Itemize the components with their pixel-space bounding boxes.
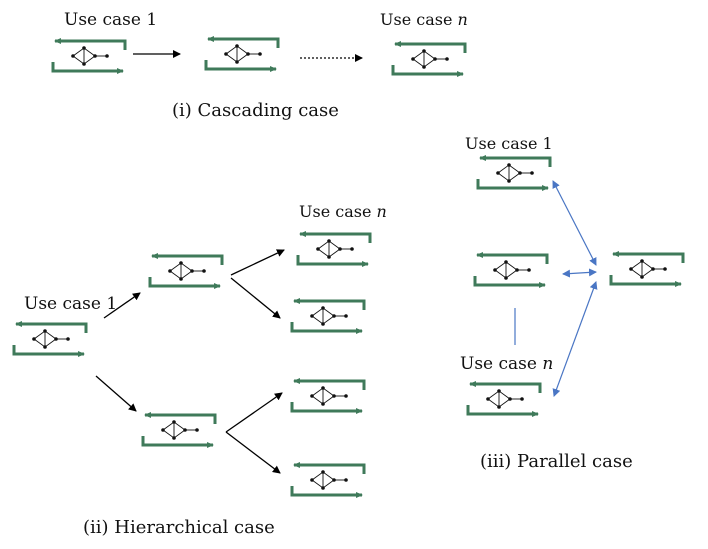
cascading-group: Use case 1 Use case n (i) Cascading case <box>53 10 468 121</box>
cascade-module-2 <box>206 39 278 69</box>
hier-leaf-module-2 <box>292 301 364 331</box>
par-arrow-1 <box>552 180 597 266</box>
cascade-first-label: Use case 1 <box>64 10 157 30</box>
hier-arrow-bottom-leaf3 <box>225 392 283 433</box>
par-module-2 <box>475 255 547 285</box>
parallel-group: Use case 1 Use case n (iii) Parallel cas… <box>460 134 683 472</box>
cascade-module-1 <box>53 41 125 71</box>
hier-arrow-bottom-leaf4 <box>225 431 281 474</box>
par-last-label: Use case n <box>460 354 553 374</box>
par-module-1 <box>478 158 550 188</box>
hier-arrow-top-leaf1 <box>230 249 285 276</box>
par-arrow-2 <box>562 268 597 278</box>
hierarchical-group: Use case 1 Use case n (ii) Hierarchical … <box>14 202 387 538</box>
caption-cascading: (i) Cascading case <box>172 100 339 121</box>
hier-leaf-module-1 <box>298 234 370 264</box>
hier-leaf-label: Use case n <box>299 202 387 221</box>
caption-parallel: (iii) Parallel case <box>480 451 633 472</box>
par-first-label: Use case 1 <box>465 134 553 153</box>
hier-mid-module-top <box>150 256 222 286</box>
hier-arrow-root-top <box>103 292 141 319</box>
par-module-n <box>468 384 540 414</box>
caption-hierarchical: (ii) Hierarchical case <box>83 517 275 538</box>
cascade-module-n <box>393 44 465 74</box>
hier-arrow-root-bottom <box>95 375 137 412</box>
hier-leaf-module-4 <box>292 465 364 495</box>
hier-root-module <box>14 324 86 354</box>
hier-leaf-module-3 <box>292 381 364 411</box>
hier-mid-module-bottom <box>143 415 215 445</box>
hier-root-label: Use case 1 <box>24 294 117 314</box>
cascade-last-label: Use case n <box>380 10 468 29</box>
par-arrow-n <box>552 281 598 397</box>
par-target-module <box>611 254 683 284</box>
hier-arrow-top-leaf2 <box>230 277 281 319</box>
